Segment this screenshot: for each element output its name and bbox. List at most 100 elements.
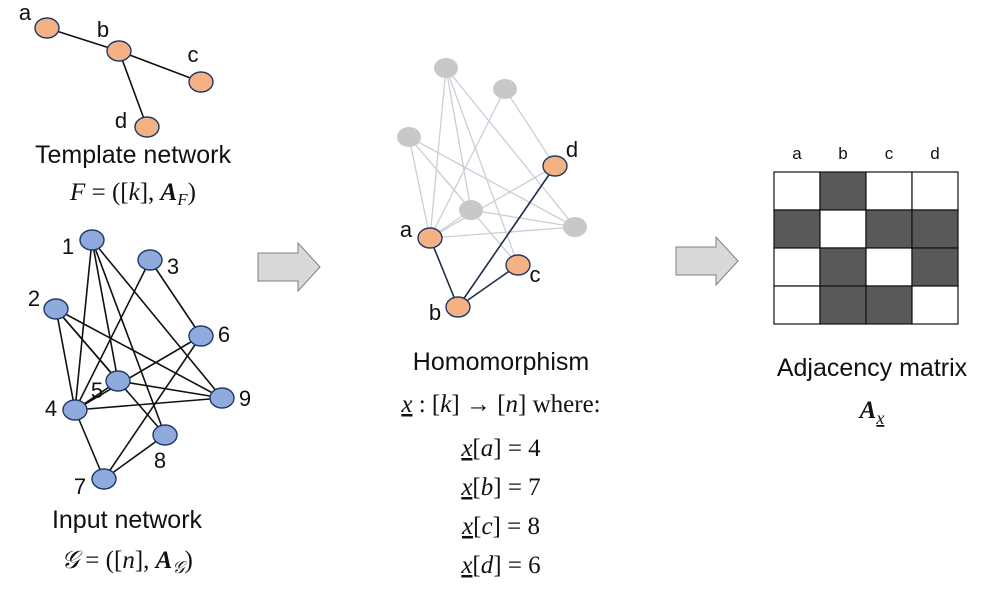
homomorphism-node-7 xyxy=(445,296,471,318)
adjacency-matrix-title: Adjacency matrix xyxy=(777,354,968,382)
input-node-label-4: 4 xyxy=(45,396,57,421)
input-node-8 xyxy=(152,424,178,446)
matrix-column-label-a: a xyxy=(792,144,802,163)
input-node-9 xyxy=(209,387,235,409)
input-edge-4-6 xyxy=(74,335,202,411)
homomorphism-node-2 xyxy=(397,127,421,147)
matrix-column-label-c: c xyxy=(885,144,894,163)
homomorphism-edge-2-4 xyxy=(408,136,431,239)
input-node-5 xyxy=(105,370,131,392)
input-node-label-2: 2 xyxy=(28,286,40,311)
homomorphism-definition: x : [k] → [n] where: xyxy=(400,391,600,418)
matrix-cell-2-1 xyxy=(819,247,867,287)
template-node-b xyxy=(106,40,132,62)
homomorphism-edge-1-5 xyxy=(445,67,472,211)
matrix-cell-0-2 xyxy=(865,171,913,211)
matrix-column-label-b: b xyxy=(838,144,847,163)
input-edge-4-9 xyxy=(74,397,223,411)
template-edge-a-b xyxy=(46,27,120,52)
homomorphism-edge-2-9 xyxy=(408,136,576,228)
matrix-column-label-d: d xyxy=(930,144,939,163)
homomorphism-node-8 xyxy=(505,254,531,276)
input-edge-6-7 xyxy=(103,335,202,480)
template-node-label-c: c xyxy=(188,42,199,67)
adjacency-matrix xyxy=(773,171,959,325)
homomorphism-node-1 xyxy=(434,58,458,78)
matrix-cell-2-0 xyxy=(773,247,821,287)
matrix-cell-3-3 xyxy=(911,285,959,325)
arrow-template-to-homomorphism xyxy=(257,241,321,293)
homomorphism-node-5 xyxy=(459,200,483,220)
homomorphism-node-label-c: c xyxy=(530,262,541,287)
homomorphism-edge-4-9 xyxy=(429,226,576,239)
mapping-c: x[c] = 8 xyxy=(461,513,540,540)
homomorphism-node-3 xyxy=(493,79,517,99)
homomorphism-edge-5-9 xyxy=(470,209,576,228)
input-node-6 xyxy=(188,325,214,347)
mapping-b: x[b] = 7 xyxy=(460,474,540,501)
homomorphism-edge-7-8 xyxy=(457,264,519,308)
template-node-label-d: d xyxy=(115,108,127,133)
input-edge-2-8 xyxy=(55,308,166,436)
input-edge-5-9 xyxy=(117,380,223,399)
input-edge-1-4 xyxy=(74,239,93,411)
input-edge-1-5 xyxy=(91,239,119,382)
mapping-a: x[a] = 4 xyxy=(460,435,541,462)
input-node-label-5: 5 xyxy=(91,378,103,403)
matrix-cell-0-3 xyxy=(911,171,959,211)
template-node-c xyxy=(188,71,214,93)
input-node-3 xyxy=(137,249,163,271)
input-node-label-8: 8 xyxy=(154,448,166,473)
homomorphism-node-6 xyxy=(542,155,568,177)
input-network-formula: 𝒢 = ([n], A𝒢) xyxy=(61,547,193,577)
matrix-cell-0-0 xyxy=(773,171,821,211)
homomorphism-edge-1-9 xyxy=(445,67,576,228)
input-node-7 xyxy=(91,468,117,490)
template-node-label-b: b xyxy=(97,17,109,42)
homomorphism-edge-4-7 xyxy=(429,237,459,308)
homomorphism-node-9 xyxy=(563,217,587,237)
input-node-label-6: 6 xyxy=(218,322,230,347)
template-node-label-a: a xyxy=(19,0,32,25)
matrix-column-labels: a b c d xyxy=(792,144,939,163)
input-edge-4-7 xyxy=(74,409,105,480)
input-node-label-3: 3 xyxy=(167,254,179,279)
input-edge-2-4 xyxy=(55,308,76,411)
arrow-homomorphism-to-matrix xyxy=(675,235,739,287)
homomorphism-edge-4-6 xyxy=(429,165,556,239)
input-edge-2-9 xyxy=(55,308,223,399)
matrix-cell-1-3 xyxy=(911,209,959,249)
template-network-title: Template network xyxy=(35,141,231,169)
homomorphism-edge-3-4 xyxy=(429,88,506,239)
input-edge-3-6 xyxy=(149,259,202,337)
homomorphism-edge-3-6 xyxy=(504,88,556,167)
homomorphism-node-4 xyxy=(417,227,443,249)
input-node-2 xyxy=(43,298,69,320)
matrix-cell-3-2 xyxy=(865,285,913,325)
matrix-cell-1-0 xyxy=(773,209,821,249)
input-node-4 xyxy=(62,399,88,421)
matrix-cell-2-2 xyxy=(865,247,913,287)
homomorphism-node-label-d: d xyxy=(566,137,578,162)
homomorphism-edge-2-8 xyxy=(408,136,519,266)
matrix-cell-0-1 xyxy=(819,171,867,211)
template-network-formula: F = ([k], AF) xyxy=(69,179,196,209)
input-node-label-7: 7 xyxy=(74,474,86,499)
input-edge-7-8 xyxy=(103,434,166,480)
template-node-d xyxy=(134,116,160,138)
homomorphism-mappings: x[a] = 4 x[b] = 7 x[c] = 8 x[d] = 6 xyxy=(460,435,541,579)
homomorphism-node-label-a: a xyxy=(400,217,413,242)
matrix-cell-1-1 xyxy=(819,209,867,249)
matrix-cell-2-3 xyxy=(911,247,959,287)
input-node-label-9: 9 xyxy=(239,386,251,411)
matrix-cell-3-0 xyxy=(773,285,821,325)
mapping-d: x[d] = 6 xyxy=(460,552,540,579)
template-edge-b-d xyxy=(118,50,148,128)
template-edge-b-c xyxy=(118,50,202,83)
input-edge-1-8 xyxy=(91,239,166,436)
input-edge-1-9 xyxy=(91,239,223,399)
matrix-cell-3-1 xyxy=(819,285,867,325)
